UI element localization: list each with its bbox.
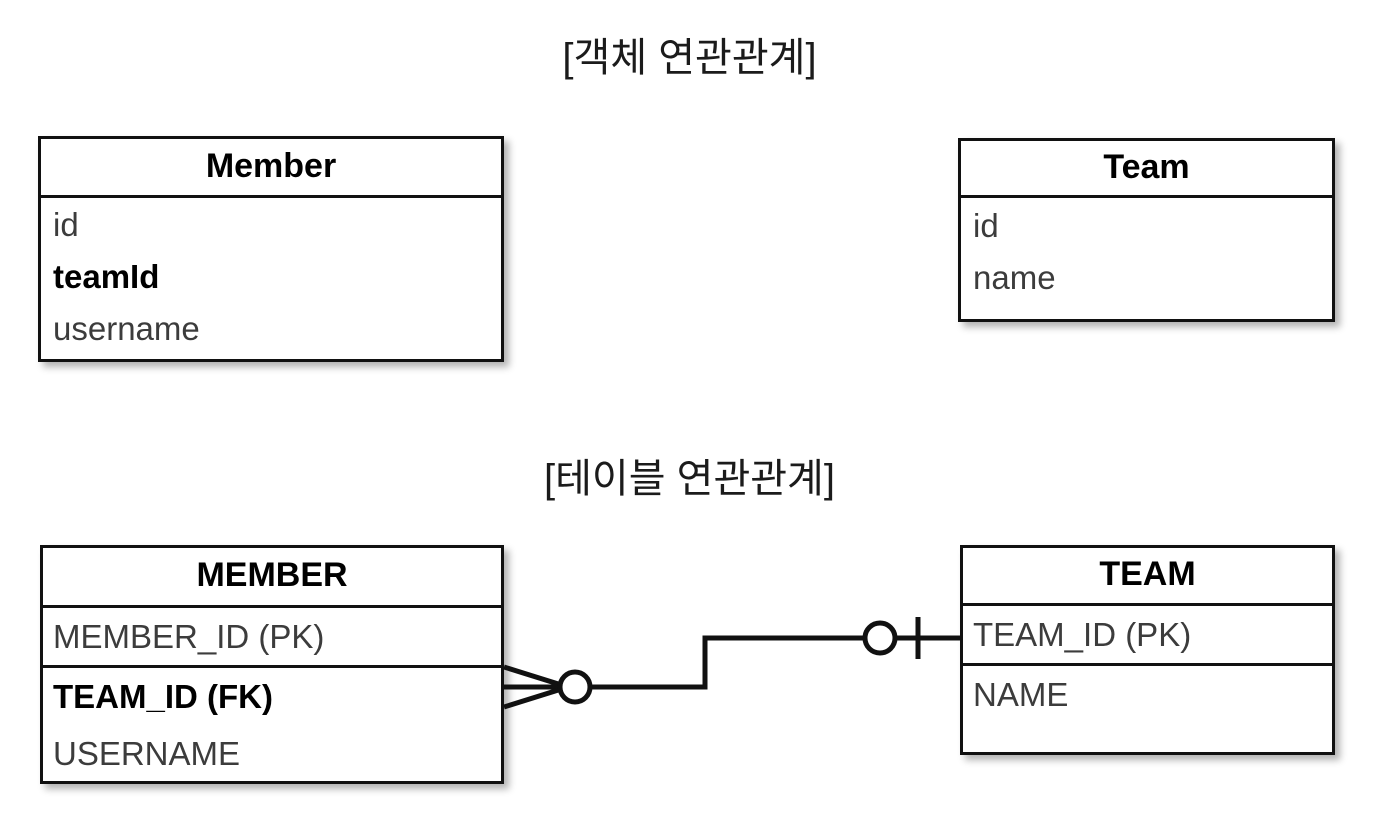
relationship-connector — [503, 617, 963, 710]
field-team-name: name — [973, 259, 1056, 296]
entity-fields-team-object: id name — [961, 198, 1332, 304]
entity-box-member-table: MEMBER MEMBER_ID (PK) TEAM_ID (FK) USERN… — [40, 545, 504, 784]
entity-box-member-object: Member id teamId username — [38, 136, 504, 362]
field-member-table-username: USERNAME — [53, 735, 241, 772]
member-side-zero-circle — [557, 669, 593, 705]
entity-fields-member-object: id teamId username — [41, 198, 501, 355]
entity-fields-team-table: NAME — [963, 663, 1332, 723]
entity-header-member-object: Member — [41, 139, 501, 198]
field-team-table-pk: TEAM_ID (PK) — [973, 616, 1192, 653]
field-member-id: id — [53, 206, 79, 243]
entity-fields-member-table: TEAM_ID (FK) USERNAME — [43, 665, 501, 782]
entity-pk-section-member-table: MEMBER_ID (PK) — [43, 608, 501, 665]
field-team-table-name: NAME — [973, 676, 1069, 713]
entity-box-team-object: Team id name — [958, 138, 1335, 322]
field-member-teamid: teamId — [53, 258, 160, 295]
entity-header-team-table: TEAM — [963, 548, 1332, 606]
field-team-id: id — [973, 207, 999, 244]
entity-box-team-table: TEAM TEAM_ID (PK) NAME — [960, 545, 1335, 755]
entity-header-team-object: Team — [961, 141, 1332, 198]
crowsfoot-prong-upper — [503, 664, 569, 690]
relationship-line — [585, 635, 865, 690]
entity-pk-section-team-table: TEAM_ID (PK) — [963, 606, 1332, 663]
team-side-zero-circle — [862, 620, 898, 656]
table-association-title: [테이블 연관관계] — [544, 457, 835, 501]
field-member-username: username — [53, 310, 200, 347]
field-member-table-teamid-fk: TEAM_ID (FK) — [53, 678, 273, 715]
crowsfoot-prong-lower — [503, 684, 569, 710]
object-association-title: [객체 연관관계] — [562, 36, 817, 80]
field-member-table-pk: MEMBER_ID (PK) — [53, 618, 325, 655]
entity-header-member-table: MEMBER — [43, 548, 501, 608]
